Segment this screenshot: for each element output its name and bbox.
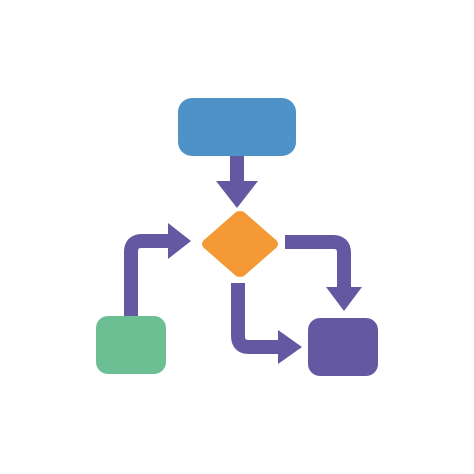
arrow-left-to-decision — [124, 223, 191, 316]
right-node — [308, 318, 378, 376]
start-node — [178, 98, 296, 156]
arrow-decision-to-right-node-lower — [231, 283, 302, 364]
decision-node — [202, 211, 278, 277]
arrow-start-to-decision — [216, 156, 258, 208]
arrow-decision-to-right-node-upper — [285, 235, 362, 311]
left-node — [96, 316, 166, 374]
